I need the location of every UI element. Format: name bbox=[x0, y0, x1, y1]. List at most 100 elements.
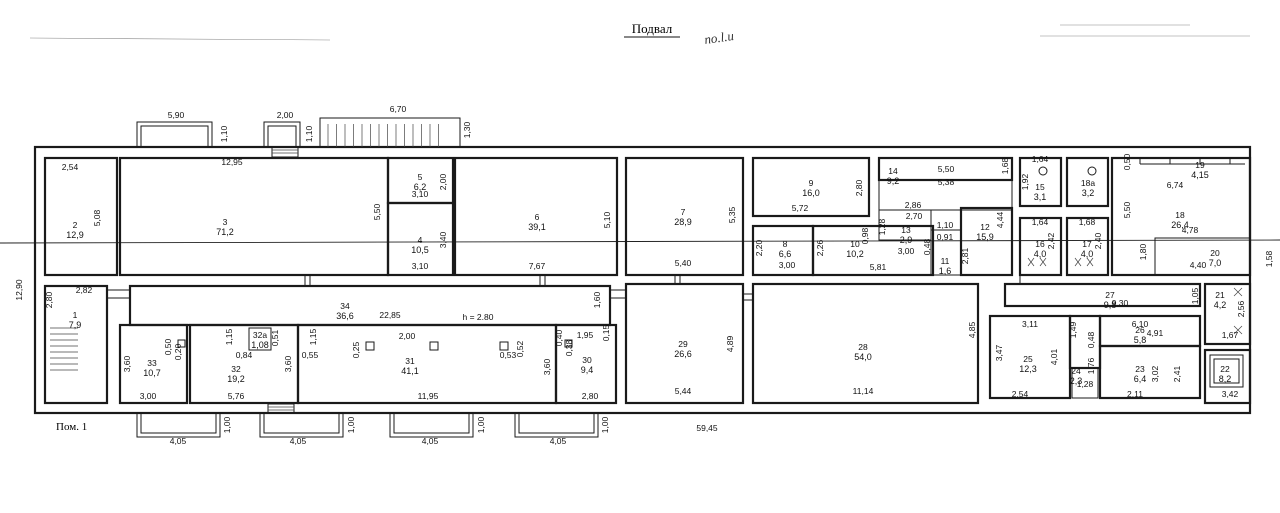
room-area-28: 54,0 bbox=[854, 352, 872, 362]
dimension-label: 1,67 bbox=[1222, 330, 1239, 340]
dimension-label: 2,00 bbox=[277, 110, 294, 120]
dimension-label: 1,28 bbox=[877, 218, 887, 235]
room-area-33: 10,7 bbox=[143, 368, 161, 378]
dimension-label: 0,50 bbox=[163, 338, 173, 355]
dimension-label: 1,00 bbox=[222, 416, 232, 433]
room-area-2: 12,9 bbox=[66, 230, 84, 240]
dimension-label: 2,26 bbox=[815, 239, 825, 256]
room-area-32а: 1,08 bbox=[251, 340, 269, 350]
dimension-label: 1,64 bbox=[1032, 154, 1049, 164]
room-number-29: 29 bbox=[678, 339, 688, 349]
dimension-label: 3,11 bbox=[1022, 319, 1038, 329]
dimension-label: 2,80 bbox=[854, 179, 864, 196]
dimension-label: 2,40 bbox=[1093, 232, 1103, 249]
room-area-26: 5,8 bbox=[1134, 335, 1147, 345]
dimension-label: 0,55 bbox=[302, 350, 319, 360]
dimension-label: 3,47 bbox=[994, 344, 1004, 361]
dimension-label: 4,05 bbox=[422, 436, 439, 446]
interior-walls bbox=[43, 156, 1252, 405]
room-number-30: 30 bbox=[582, 355, 592, 365]
dimension-label: 1,58 bbox=[1264, 250, 1274, 267]
bottom-pits bbox=[136, 403, 599, 438]
fixture-markers bbox=[1027, 166, 1243, 335]
dimension-label: 6,10 bbox=[1132, 319, 1149, 329]
dimension-label: 2,54 bbox=[62, 162, 79, 172]
dimension-label: 5,76 bbox=[228, 391, 245, 401]
dimension-label: 2,20 bbox=[754, 239, 764, 256]
dimension-label: 3,42 bbox=[1222, 389, 1239, 399]
dimension-label: 1,92 bbox=[1020, 173, 1030, 190]
room-number-15: 15 bbox=[1035, 182, 1045, 192]
ceiling-height-label: h = 2.80 bbox=[463, 312, 494, 322]
dimension-label: 0,52 bbox=[515, 340, 525, 357]
dimension-label: 1,00 bbox=[476, 416, 486, 433]
dimension-label: 3,00 bbox=[140, 391, 157, 401]
room-area-1: 7,9 bbox=[69, 320, 82, 330]
room-area-27: 9,8 bbox=[1104, 300, 1117, 310]
room-number-21: 21 bbox=[1215, 290, 1225, 300]
dimension-label: 3,60 bbox=[283, 355, 293, 372]
dimension-label: 2,56 bbox=[1236, 300, 1246, 317]
room-area-12: 15,9 bbox=[976, 232, 994, 242]
room-number-20: 20 bbox=[1210, 248, 1220, 258]
room-number-13: 13 bbox=[901, 225, 911, 235]
room-area-14: 9,2 bbox=[887, 176, 900, 186]
dimension-label: 0,53 bbox=[500, 350, 517, 360]
room-area-19: 4,15 bbox=[1191, 170, 1209, 180]
room-area-17: 4,0 bbox=[1081, 249, 1094, 259]
total-height-label: 12,90 bbox=[14, 279, 24, 301]
room-area-22: 8,2 bbox=[1219, 374, 1232, 384]
room-number-28: 28 bbox=[858, 342, 868, 352]
dimension-label: 2,70 bbox=[906, 211, 923, 221]
dimension-label: 7,67 bbox=[529, 261, 546, 271]
room-number-4: 4 bbox=[418, 235, 423, 245]
dimension-label: 6,74 bbox=[1167, 180, 1184, 190]
dimension-label: 1,80 bbox=[1138, 243, 1148, 260]
dimension-label: 2,80 bbox=[44, 291, 54, 308]
dimension-label: 12,95 bbox=[221, 157, 243, 167]
dimension-label: 4,05 bbox=[550, 436, 567, 446]
room-number-8: 8 bbox=[783, 239, 788, 249]
dimension-label: 5,90 bbox=[168, 110, 185, 120]
handwritten-scribble: no.l.u bbox=[703, 28, 735, 47]
room-number-19: 19 bbox=[1195, 160, 1205, 170]
room-area-16: 4,0 bbox=[1034, 249, 1047, 259]
room-area-30: 9,4 bbox=[581, 365, 594, 375]
room-number-32: 32 bbox=[231, 364, 241, 374]
dimension-label: 2,41 bbox=[1172, 365, 1182, 382]
dimension-label: 3,10 bbox=[412, 189, 429, 199]
room-number-11: 11 bbox=[941, 256, 950, 266]
dimension-label: 9,30 bbox=[1112, 298, 1129, 308]
room-area-20: 7,0 bbox=[1209, 258, 1222, 268]
room-area-29: 26,6 bbox=[674, 349, 692, 359]
room-number-5: 5 bbox=[418, 172, 423, 182]
dimension-label: 1,95 bbox=[577, 330, 594, 340]
dimension-label: 22,85 bbox=[379, 310, 401, 320]
room-area-5: 6,2 bbox=[414, 182, 427, 192]
room-number-23: 23 bbox=[1135, 364, 1145, 374]
room-number-16: 16 bbox=[1035, 239, 1045, 249]
dimension-label: 1,00 bbox=[346, 416, 356, 433]
room-number-26: 26 bbox=[1135, 325, 1145, 335]
room-area-32: 19,2 bbox=[227, 374, 245, 384]
dimension-label: 5,72 bbox=[792, 203, 809, 213]
dimension-label: 1,76 bbox=[1086, 357, 1096, 374]
room-area-23: 6,4 bbox=[1134, 374, 1147, 384]
room-area-9: 16,0 bbox=[802, 188, 820, 198]
room-area-18а: 3,2 bbox=[1082, 188, 1095, 198]
dimension-label: 1,15 bbox=[224, 328, 234, 345]
dimension-label: 6,70 bbox=[390, 104, 407, 114]
room-number-1: 1 bbox=[73, 310, 78, 320]
room-area-3: 71,2 bbox=[216, 227, 234, 237]
dimension-label: 0,84 bbox=[236, 350, 253, 360]
dimension-label: 5,50 bbox=[372, 203, 382, 220]
room-area-21: 4,2 bbox=[1214, 300, 1227, 310]
dimension-label: 5,38 bbox=[938, 177, 955, 187]
dimension-label: 0,40 bbox=[554, 329, 564, 346]
dimension-label: 1,05 bbox=[1190, 287, 1200, 304]
dimension-label: 5,81 bbox=[870, 262, 887, 272]
dimension-label: 5,08 bbox=[92, 209, 102, 226]
room-area-24: 2,3 bbox=[1070, 376, 1083, 386]
